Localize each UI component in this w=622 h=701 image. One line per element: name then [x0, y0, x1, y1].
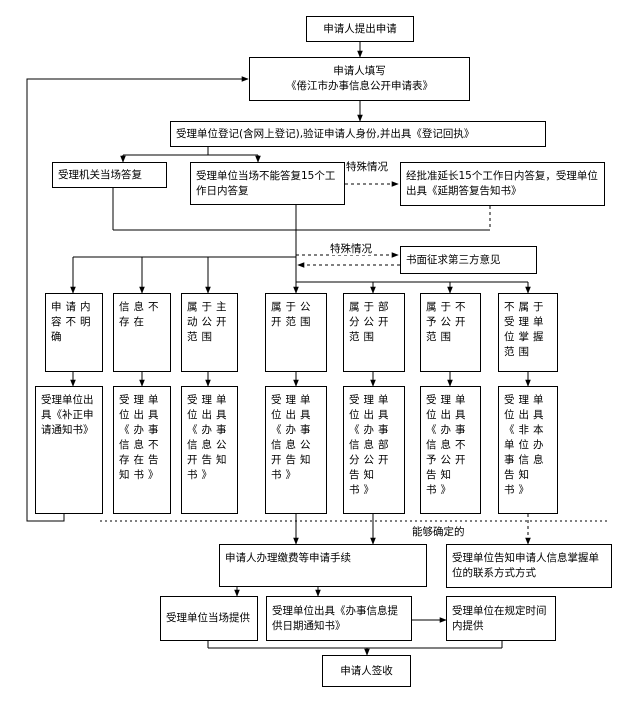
label-special-third-party: 特殊情况: [330, 243, 372, 255]
node-not-open: 属于不予公开范围: [420, 293, 481, 372]
label-special-extend: 特殊情况: [346, 161, 388, 173]
node-not-exist: 信息不存在: [113, 293, 171, 372]
label-determinable: 能够确定的: [412, 526, 465, 538]
node-provide-later: 受理单位在规定时间内提供: [446, 596, 556, 641]
node-fill-form: 申请人填写 《倦江市办事信息公开申请表》: [249, 57, 470, 101]
node-register: 受理单位登记(含网上登记),验证申请人身份,并出具《登记回执》: [170, 121, 546, 147]
node-provide-now: 受理单位当场提供: [160, 596, 258, 641]
node-receive: 申请人签收: [322, 655, 411, 687]
edge-loop-back: [26, 76, 249, 522]
node-not-holder: 不属于受理单位掌握范围: [498, 293, 558, 372]
notice-proactive: 受理单位出具《办事信息公开告知书》: [181, 386, 238, 514]
notice-not-holder: 受理单位出具《非本单位办事信息告知书》: [498, 386, 558, 514]
node-open: 属于公开范围: [265, 293, 327, 372]
notice-correct: 受理单位出具《补正申请通知书》: [35, 386, 103, 514]
node-answer-now: 受理机关当场答复: [52, 162, 167, 188]
notice-partial: 受理单位出具《办事信息部分公开告知书》: [343, 386, 405, 514]
node-cannot-answer: 受理单位当场不能答复15个工作日内答复: [190, 162, 345, 205]
notice-not-exist: 受理单位出具《办事信息不存在告知书》: [113, 386, 171, 514]
node-provide-date: 受理单位出具《办事信息提供日期通知书》: [266, 596, 412, 641]
node-inform-holder: 受理单位告知申请人信息掌握单位的联系方式方式: [446, 544, 612, 588]
node-start: 申请人提出申请: [306, 16, 414, 42]
node-third-party: 书面征求第三方意见: [400, 246, 537, 274]
node-unclear: 申请内容不明确: [45, 293, 103, 372]
notice-open: 受理单位出具《办事信息公开告知书》: [265, 386, 327, 514]
notice-not-open: 受理单位出具《办事信息不予公开告知书》: [420, 386, 481, 514]
node-pay-fee: 申请人办理缴费等申请手续: [219, 544, 427, 587]
node-partial: 属于部分公开范围: [343, 293, 405, 372]
node-proactive: 属于主动公开范围: [181, 293, 238, 372]
node-extend: 经批准延长15个工作日内答复，受理单位出具《延期答复告知书》: [400, 162, 605, 206]
